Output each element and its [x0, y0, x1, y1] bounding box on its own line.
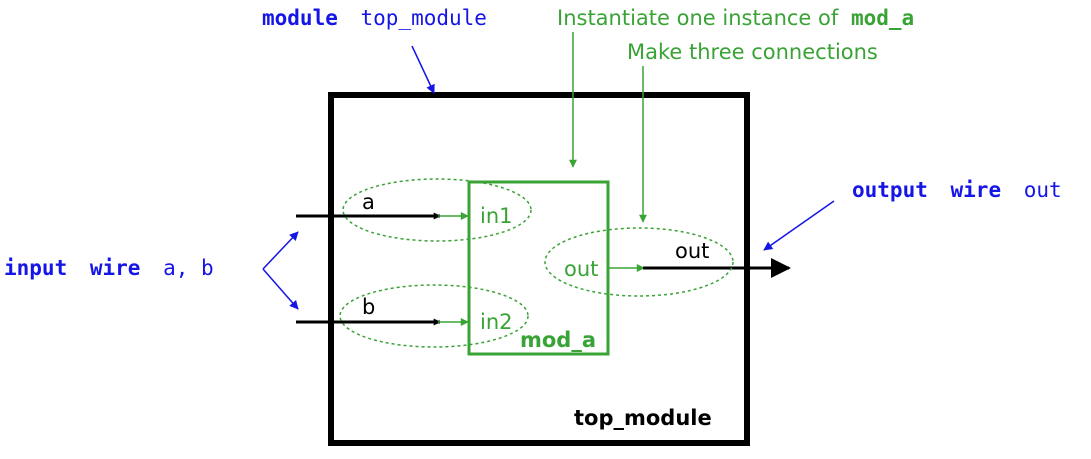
connection-out-ellipse — [544, 227, 734, 297]
wire-a-label: a — [362, 190, 375, 214]
wire-out-label: out — [675, 239, 709, 263]
output-keyword: output — [852, 178, 928, 202]
module-keyword: module — [262, 6, 338, 30]
module-declaration: module top_module — [262, 6, 487, 30]
input-names: a, b — [163, 256, 214, 280]
connection-a-ellipse — [342, 178, 532, 242]
module-name: top_module — [361, 6, 487, 30]
input-keyword: input — [4, 256, 67, 280]
input-declaration: input wire a, b — [4, 256, 214, 280]
wire-b-label: b — [362, 295, 375, 319]
output-declaration: output wire out — [852, 178, 1062, 202]
input-pointer-arrow-b — [262, 268, 299, 310]
instantiate-text: Instantiate one instance of — [557, 6, 839, 30]
instantiate-annotation: Instantiate one instance of mod_a — [557, 6, 914, 30]
output-name: out — [1024, 178, 1062, 202]
input-wire-keyword: wire — [90, 256, 141, 280]
connection-b-ellipse — [339, 284, 529, 348]
output-pointer-arrow — [763, 200, 835, 251]
instantiate-module-name: mod_a — [851, 6, 914, 30]
module-pointer-arrow — [411, 45, 435, 94]
connections-annotation: Make three connections — [627, 40, 878, 64]
outer-module-name: top_module — [574, 406, 712, 430]
input-pointer-arrow-a — [262, 231, 299, 270]
inner-module-name: mod_a — [520, 328, 596, 352]
port-out-label: out — [564, 257, 598, 281]
port-in1-label: in1 — [480, 204, 513, 228]
port-in2-label: in2 — [480, 310, 513, 334]
output-wire-keyword: wire — [951, 178, 1002, 202]
